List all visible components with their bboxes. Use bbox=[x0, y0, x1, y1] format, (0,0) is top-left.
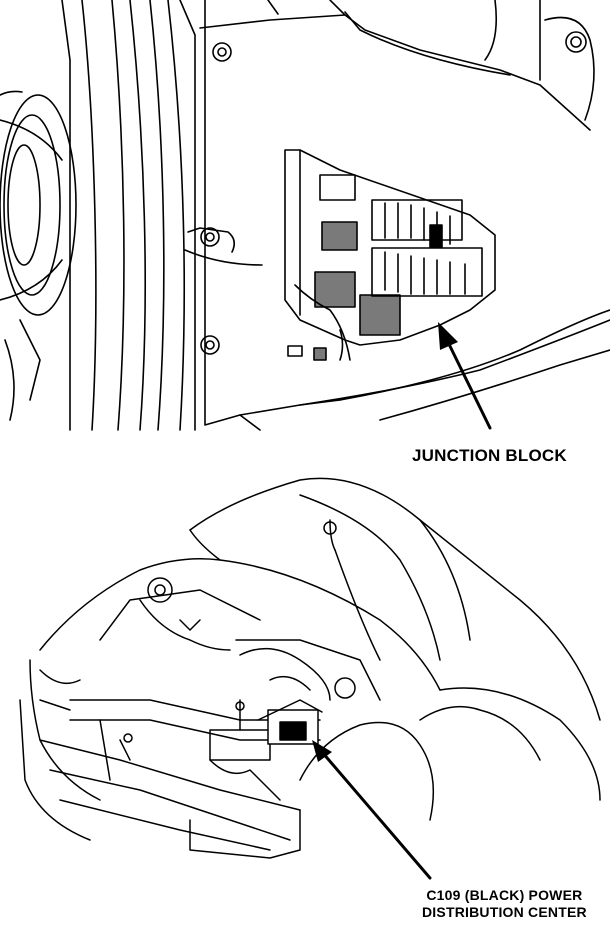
dash-edge bbox=[329, 0, 591, 131]
pdc-label-line-2: DISTRIBUTION CENTER bbox=[422, 904, 587, 920]
speaker-ring bbox=[3, 114, 61, 296]
bolt-3 bbox=[200, 335, 220, 355]
bolt-1 bbox=[212, 42, 232, 62]
kick-panel-edge bbox=[179, 0, 196, 431]
junction-block-opening bbox=[284, 149, 496, 346]
door-seal-top bbox=[0, 90, 23, 96]
relay-1 bbox=[319, 174, 356, 201]
speaker-outer bbox=[0, 94, 77, 316]
door-seal-line-2 bbox=[81, 0, 97, 431]
pdc-arrow-head bbox=[312, 740, 332, 762]
hood-outline bbox=[189, 477, 471, 641]
junction-arrow-line bbox=[444, 336, 492, 430]
pdc-arrow-line bbox=[320, 750, 432, 880]
kick-panel-body bbox=[204, 0, 341, 426]
door-seal-line-4 bbox=[129, 0, 146, 431]
speaker-cone bbox=[7, 144, 41, 266]
junction-block-label: JUNCTION BLOCK bbox=[412, 446, 567, 465]
door-seal-line-1 bbox=[61, 0, 71, 431]
relay-3 bbox=[314, 271, 356, 308]
pdc-label-line-1: C109 (BLACK) POWER bbox=[426, 887, 583, 903]
door-seal-line-6 bbox=[167, 0, 186, 431]
relay-2 bbox=[321, 221, 358, 251]
door-seal-line-3 bbox=[111, 0, 125, 431]
bumper-top bbox=[39, 739, 301, 811]
fuse-grid bbox=[371, 199, 483, 297]
bolt-2 bbox=[200, 227, 220, 247]
relay-4 bbox=[359, 294, 401, 336]
pdc-label: C109 (BLACK) POWER DISTRIBUTION CENTER bbox=[422, 887, 587, 921]
door-seal-line-5 bbox=[149, 0, 165, 431]
engine-compartment-illustration bbox=[19, 477, 601, 859]
junction-arrow-head bbox=[438, 322, 458, 350]
bolt-4 bbox=[565, 31, 587, 53]
power-distribution-center bbox=[279, 721, 307, 741]
